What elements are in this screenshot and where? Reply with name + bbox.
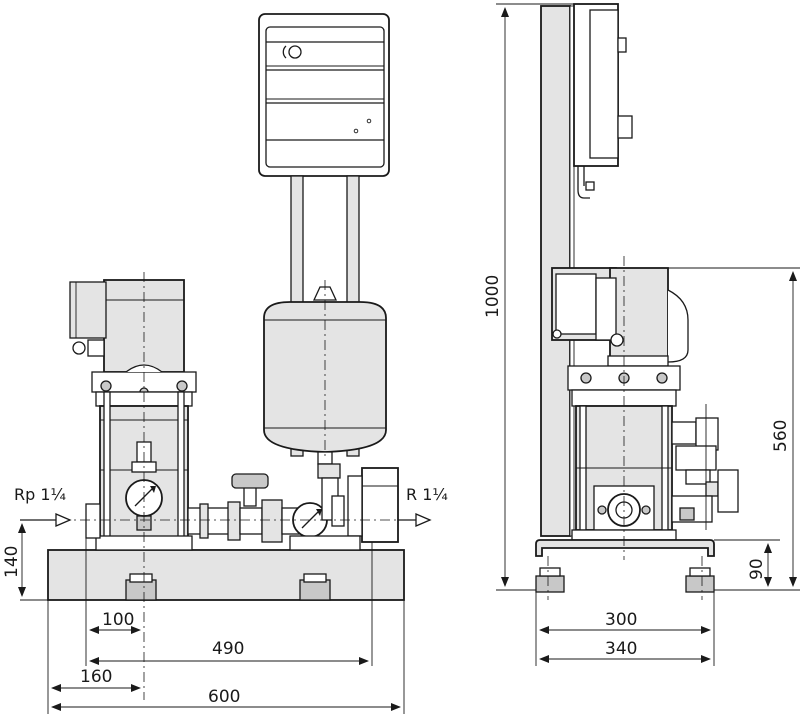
pressure-switch (361, 467, 399, 543)
pump-motor (69, 279, 185, 373)
dim-inlet-to-pump: 160 (80, 667, 112, 687)
terminal-box (69, 281, 107, 339)
side-pump-body (571, 405, 677, 541)
side-motor (551, 267, 689, 367)
base-feet (125, 573, 331, 601)
side-valves (671, 404, 739, 530)
inlet-label: Rp 1¼ (14, 485, 66, 504)
side-dimensions: 1000 560 90 300 340 (483, 3, 800, 666)
pressure-vessel (263, 286, 387, 465)
side-view: 1000 560 90 300 340 (483, 3, 800, 666)
shutoff-valve-handwheel-icon (231, 473, 269, 489)
discharge-pipe (187, 463, 399, 551)
brand-logo-icon (288, 45, 302, 59)
side-base-frame (535, 539, 715, 593)
dim-foot-spacing: 300 (605, 610, 637, 630)
side-center-lines (547, 256, 703, 600)
dim-pipe-length: 490 (212, 639, 244, 659)
dim-height-inlet: 140 (2, 546, 22, 578)
outlet-label: R 1¼ (406, 485, 448, 504)
dim-pump-height: 560 (771, 420, 791, 452)
front-dimensions: 140 100 490 160 600 (2, 519, 405, 714)
control-box (258, 13, 390, 177)
side-control-box (573, 3, 633, 199)
front-view: Rp 1¼ R 1¼ 140 100 490 160 600 (2, 13, 448, 714)
dim-total-height: 1000 (483, 275, 503, 318)
dim-base-height: 90 (747, 558, 767, 580)
dim-pump-offset: 100 (102, 610, 134, 630)
base-plate (47, 549, 405, 601)
suction-pipe (85, 503, 101, 539)
dim-total-width: 600 (208, 687, 240, 707)
dim-base-depth: 340 (605, 639, 637, 659)
